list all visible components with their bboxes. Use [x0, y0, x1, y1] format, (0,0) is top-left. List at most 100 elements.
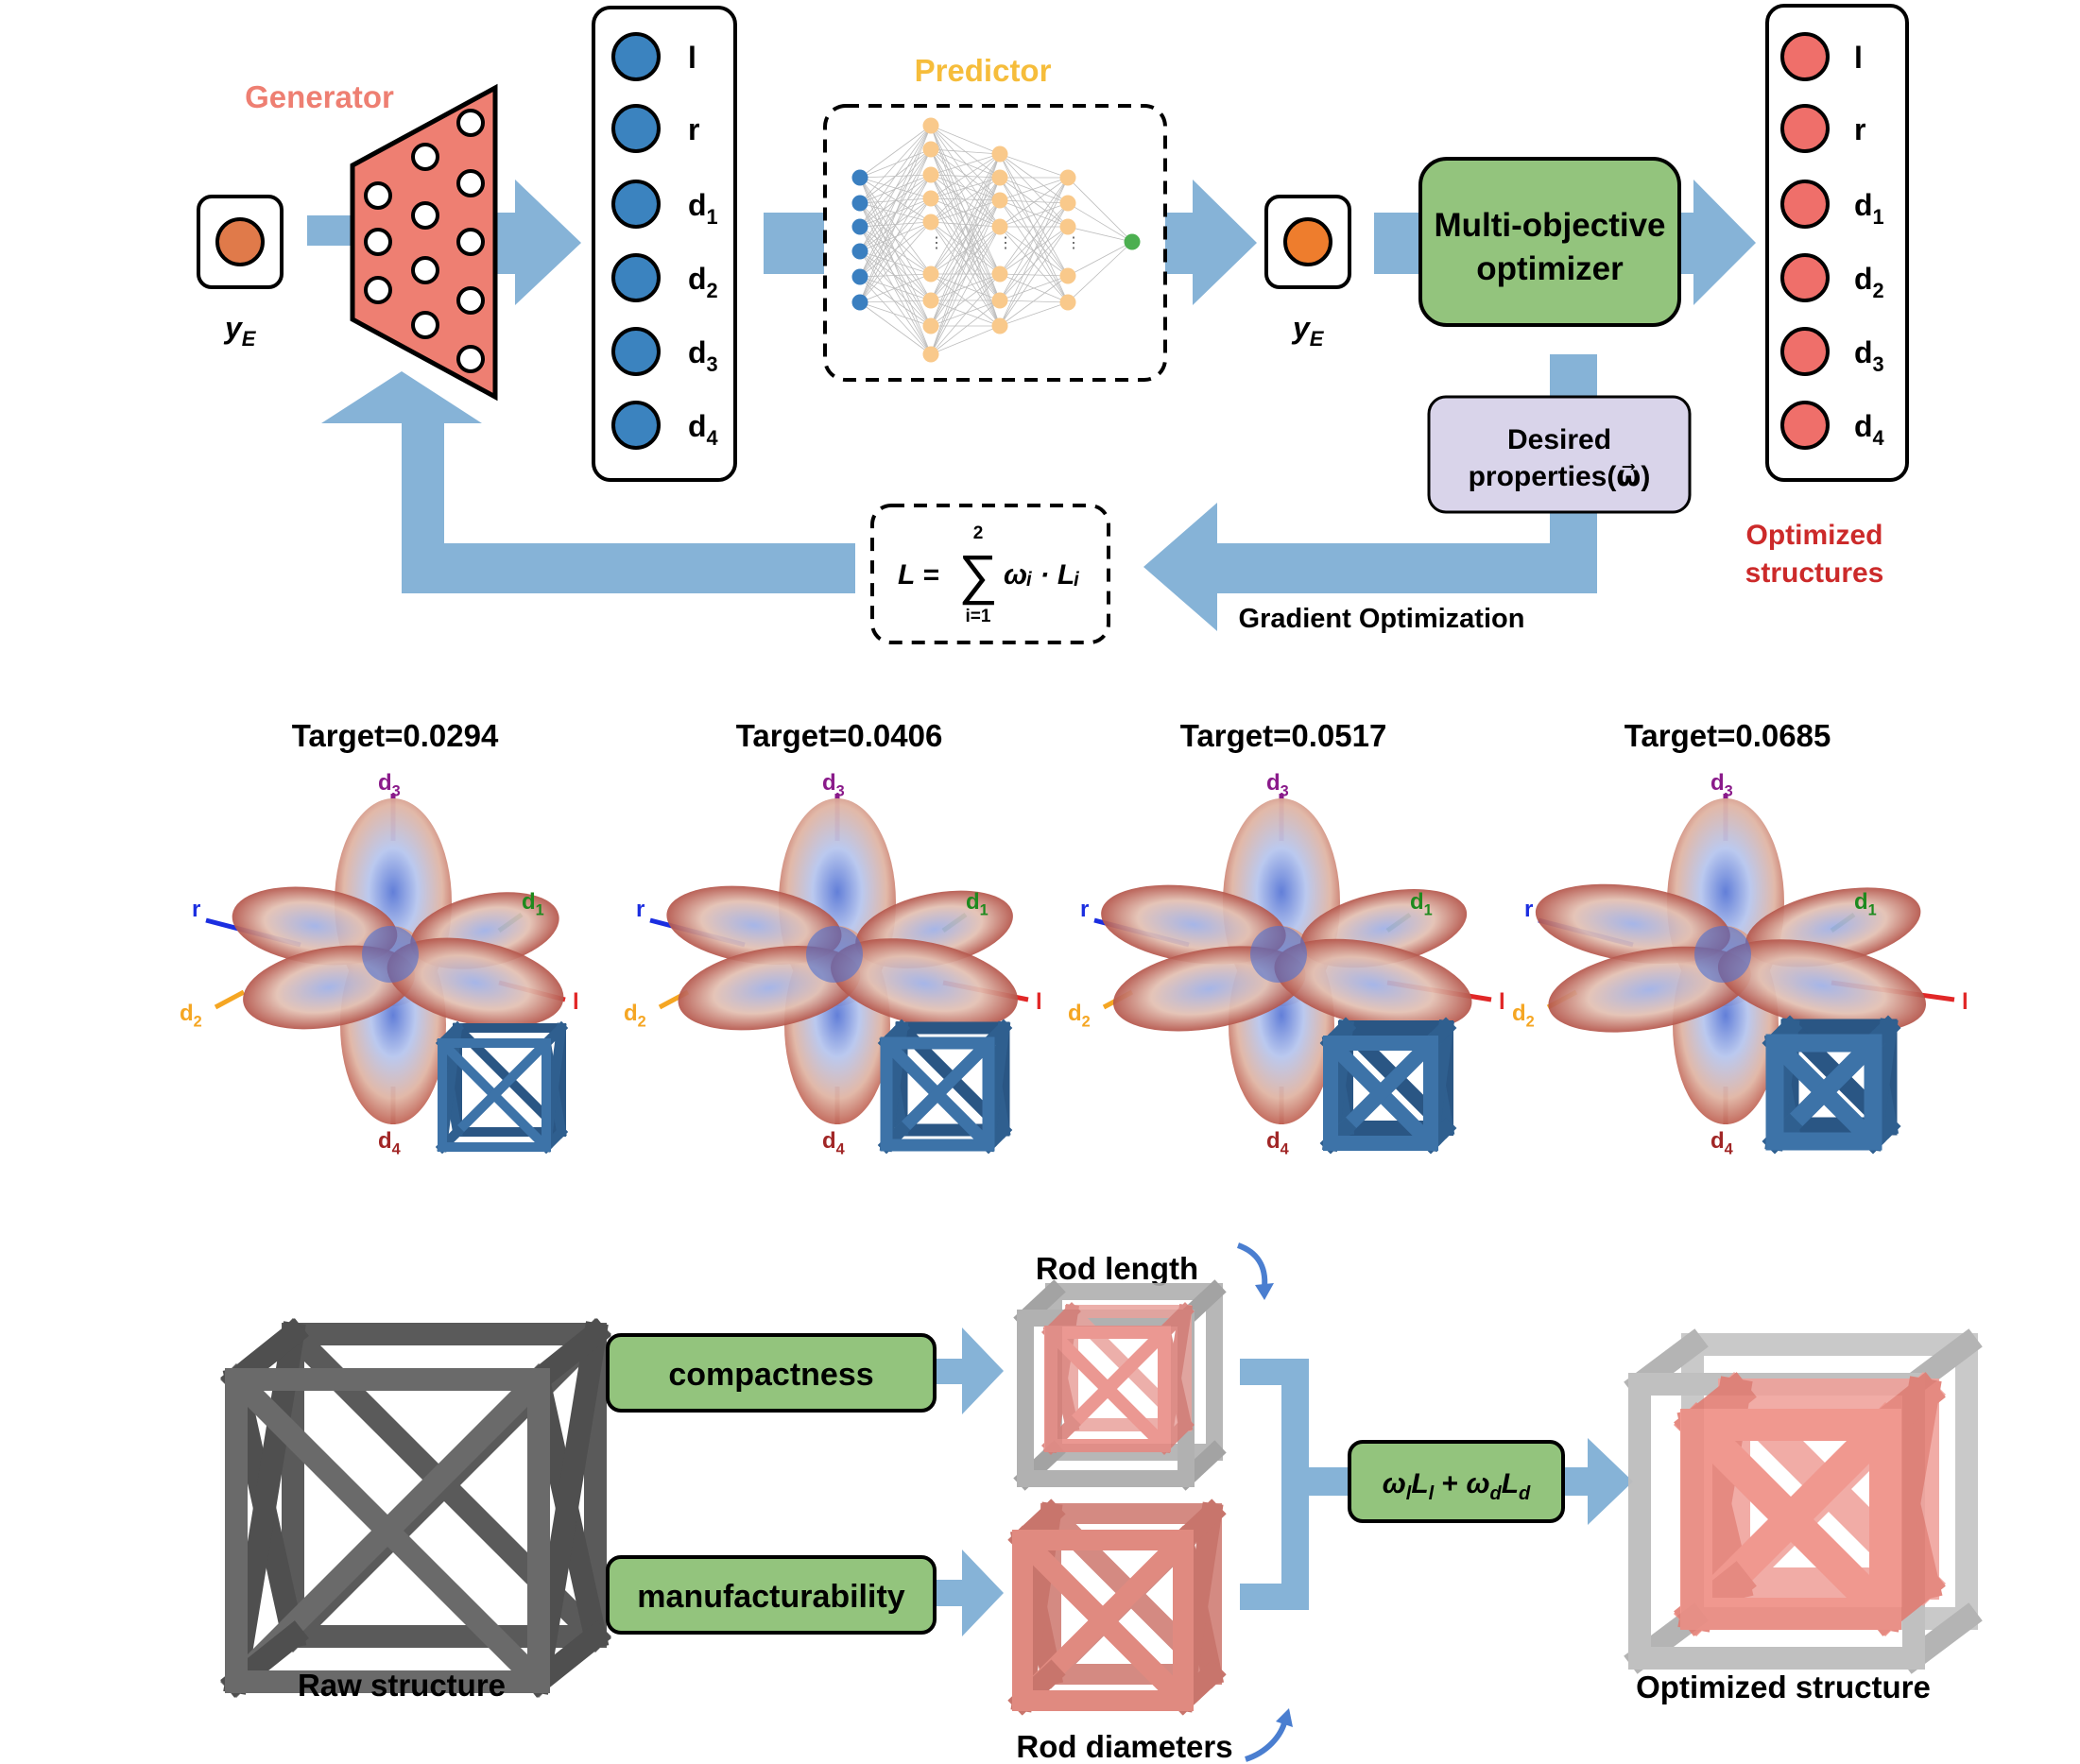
generator-neurons	[364, 109, 485, 373]
axis-label-d3: d3	[1710, 770, 1733, 800]
optimized-structures-line2: structures	[1745, 557, 1884, 589]
optimizer-label-line2: optimizer	[1476, 250, 1624, 287]
axis-label-d2: d2	[624, 1001, 646, 1031]
axis-label-l: l	[1036, 989, 1042, 1015]
predictor-neuron	[991, 317, 1008, 334]
param-node-l	[611, 32, 661, 81]
predictor-neuron	[991, 218, 1008, 235]
predictor-neuron	[922, 166, 939, 183]
ellipsis: ⋮	[929, 235, 944, 251]
predictor-neuron	[922, 292, 939, 309]
loss-formula: L = 2 ∑ i=1 ωᵢ · Lᵢ	[870, 504, 1110, 644]
combined-loss-box: ωlLl + ωdLd	[1348, 1440, 1565, 1523]
predictor-neuron	[922, 190, 939, 207]
rod-length-cube	[1013, 1279, 1227, 1491]
panel-title: Target=0.0406	[736, 718, 943, 753]
predictor-neuron	[1059, 218, 1076, 235]
opt-param-label-d2: d2	[1854, 262, 1884, 302]
generator-trapezoid	[350, 83, 498, 402]
loss-lhs: L =	[898, 559, 939, 591]
predictor-neuron	[851, 169, 868, 186]
opt-param-node-r	[1780, 104, 1830, 153]
input-node: yE	[197, 195, 284, 351]
arrow-combined-to-optimized	[1561, 1438, 1633, 1525]
axis-label-d1: d1	[1854, 889, 1877, 919]
manufacturability-box: manufacturability	[606, 1555, 937, 1635]
opt-param-node-d2	[1780, 253, 1830, 302]
predictor-neuron	[991, 265, 1008, 283]
desired-properties-box	[1427, 395, 1692, 514]
rod-diameters-arrow-icon	[1245, 1719, 1288, 1762]
stiffness-surface	[1101, 798, 1472, 1124]
rod-length-inner-cube	[1041, 1302, 1195, 1455]
predictor-connections	[859, 125, 1133, 355]
param-label-r: r	[688, 112, 699, 146]
axis-label-d2: d2	[1068, 1001, 1091, 1031]
axis-label-d4: d4	[822, 1128, 845, 1158]
compactness-box: compactness	[606, 1333, 937, 1413]
param-node-d3	[611, 327, 661, 376]
predictor-neuron	[1059, 294, 1076, 311]
ellipsis: ⋮	[998, 235, 1013, 251]
compactness-label: compactness	[668, 1357, 873, 1393]
axis-label-r: r	[1524, 897, 1533, 922]
stiffness-surface	[232, 798, 564, 1124]
stiffness-surface	[1535, 798, 1926, 1124]
lattice-cube-icon	[1762, 1015, 1901, 1155]
optimizer-box	[1418, 157, 1681, 327]
rod-length-label: Rod length	[1036, 1251, 1198, 1286]
opt-param-node-d4	[1780, 401, 1830, 450]
rod-diameters-label: Rod diameters	[1016, 1729, 1232, 1764]
arrow-output-to-optimizer	[1374, 213, 1419, 274]
axis-label-d4: d4	[378, 1128, 401, 1158]
arrow-merge	[1240, 1359, 1349, 1610]
axis-label-d4: d4	[1266, 1128, 1289, 1158]
loss-sum-lower: i=1	[966, 607, 991, 626]
manufacturability-label: manufacturability	[637, 1579, 904, 1615]
predictor-neuron	[922, 141, 939, 158]
rod-length-arrow-icon	[1236, 1242, 1268, 1288]
target-panels: Target=0.0294d3d1rd2ld4Target=0.0406d3d1…	[180, 718, 1968, 1158]
predictor-neuron	[922, 265, 939, 283]
bottom-pipeline: Raw structure compactness manufacturabil…	[220, 1242, 1983, 1764]
desired-label-line1: Desired	[1507, 424, 1611, 455]
lattice-cube-icon	[877, 1019, 1013, 1155]
predictor-neuron	[922, 317, 939, 334]
axis-label-d2: d2	[180, 1001, 202, 1031]
rod-diameters-cube-shape	[1007, 1499, 1227, 1716]
opt-param-node-d1	[1780, 180, 1830, 229]
desired-label-line2: properties(ω⃗)	[1469, 461, 1651, 492]
arrow-loss-to-generator	[321, 371, 855, 593]
axis-label-d3: d3	[1266, 770, 1289, 800]
raw-cube-shape	[220, 1318, 611, 1698]
ellipsis: ⋮	[1066, 235, 1081, 251]
param-node-d4	[611, 401, 661, 450]
predictor-neuron	[1124, 233, 1141, 250]
param-label-d4: d4	[688, 409, 718, 450]
axis-label-d3: d3	[822, 770, 845, 800]
predictor-neuron	[991, 192, 1008, 209]
axis-label-d1: d1	[966, 889, 988, 919]
arrow-params-to-predictor	[764, 213, 824, 274]
loss-sum-symbol: ∑	[958, 544, 997, 606]
rod-diameters-cube	[1007, 1499, 1227, 1716]
param-label-d3: d3	[688, 335, 718, 376]
predictor-neuron	[922, 214, 939, 231]
combined-loss-formula: ωlLl + ωdLd	[1383, 1468, 1531, 1504]
optimized-inner-cube	[1673, 1371, 1947, 1637]
raw-structure-cube	[220, 1318, 611, 1698]
predictor: Predictor ⋮⋮⋮	[823, 53, 1167, 382]
predictor-neuron	[851, 195, 868, 212]
arrow-manufacturability-to-diameters	[932, 1550, 1004, 1636]
opt-param-label-r: r	[1854, 112, 1865, 146]
arrow-optimizer-to-results	[1678, 180, 1756, 305]
axis-label-d2: d2	[1512, 1001, 1535, 1031]
param-label-l: l	[688, 41, 696, 75]
predictor-neuron	[991, 292, 1008, 309]
axis-label-l: l	[1962, 989, 1968, 1015]
gradient-optimization-label: Gradient Optimization	[1239, 604, 1525, 634]
